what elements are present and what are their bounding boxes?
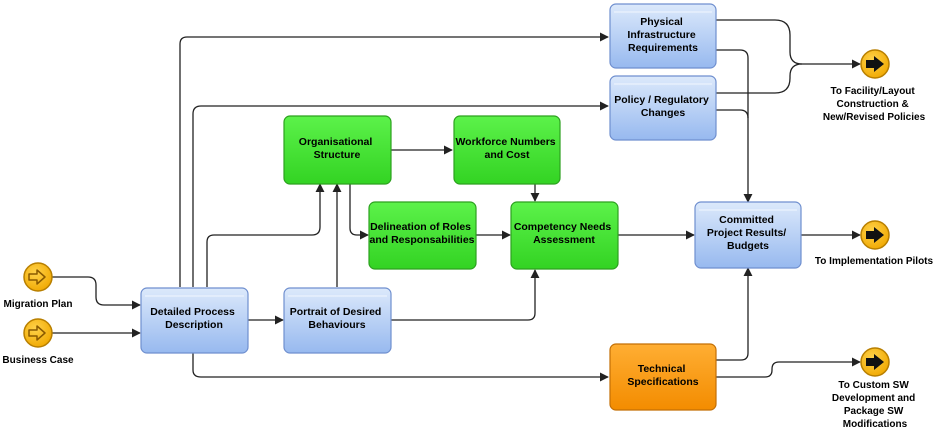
box-portrait-behaviours-line-2: Behaviours	[308, 319, 365, 331]
output-implementation-line-1: To Implementation Pilots	[815, 256, 934, 267]
box-delineation-roles-line-2: and Responsabilities	[369, 234, 474, 246]
box-committed-results-line-1: Committed	[719, 214, 774, 226]
box-physical-infrastructure-line-1: Physical	[640, 16, 683, 28]
box-competency-needs[interactable]: Competency Needs Assessment	[510, 201, 619, 270]
arrow-right-icon	[28, 269, 46, 285]
box-policy-regulatory[interactable]: Policy / Regulatory Changes	[609, 75, 717, 141]
svg-text:Technical Specifications: Technical Specifications	[627, 363, 698, 388]
connector-policy-to-committed	[716, 109, 749, 119]
box-workforce-numbers-line-2: and Cost	[485, 149, 530, 161]
box-policy-regulatory-line-1: Policy / Regulatory	[614, 94, 709, 106]
svg-text:Portrait of Desired Beha: Portrait of Desired Behaviours	[290, 306, 385, 331]
box-technical-specs-line-2: Specifications	[627, 376, 698, 388]
output-facility-line-1: To Facility/Layout	[830, 86, 915, 97]
arrow-right-icon	[866, 227, 884, 243]
svg-text:Workforce Numbers and Co: Workforce Numbers and Cost	[455, 136, 558, 161]
box-policy-regulatory-line-2: Changes	[641, 107, 686, 119]
output-custom-sw-line-3: Package SW	[844, 406, 904, 417]
connector-process-to-policy	[192, 101, 609, 287]
svg-text:Delineation of Roles and: Delineation of Roles and Responsabilitie…	[369, 221, 474, 246]
connector-techspecs-to-committed	[716, 267, 753, 361]
arrow-right-icon	[866, 354, 884, 370]
svg-text:Organisational Structure: Organisational Structure	[299, 136, 375, 161]
box-organisational-structure[interactable]: Organisational Structure	[283, 115, 392, 185]
box-physical-infrastructure[interactable]: Physical Infrastructure Requirements	[609, 3, 717, 69]
box-detailed-process-line-2: Description	[165, 319, 223, 331]
connector-migration-to-process	[52, 276, 141, 310]
connector-physical-to-committed	[716, 49, 753, 203]
svg-text:Detailed Process Descrip: Detailed Process Description	[150, 306, 238, 331]
box-technical-specs[interactable]: Technical Specifications	[609, 343, 717, 411]
box-committed-results-line-2: Project Results/	[707, 227, 786, 239]
box-organisational-structure-line-2: Structure	[314, 149, 361, 161]
input-terminal-icon	[23, 262, 53, 292]
output-custom-sw-line-1: To Custom SW	[838, 380, 909, 391]
input-business-case[interactable]: Business Case	[2, 318, 74, 366]
box-workforce-numbers[interactable]: Workforce Numbers and Cost	[453, 115, 561, 185]
output-custom-sw-line-2: Development and	[832, 393, 915, 404]
connector-techspecs-to-customsw	[716, 357, 861, 378]
output-implementation[interactable]: To Implementation Pilots	[815, 220, 934, 267]
box-detailed-process[interactable]: Detailed Process Description	[140, 287, 249, 354]
box-physical-infrastructure-line-2: Infrastructure	[627, 29, 695, 41]
box-committed-results[interactable]: Committed Project Results/ Budgets	[694, 201, 802, 269]
box-technical-specs-line-1: Technical	[638, 363, 686, 375]
svg-text:Physical Infrastructure: Physical Infrastructure Requirements	[627, 16, 698, 54]
box-delineation-roles-line-1: Delineation of Roles	[370, 221, 471, 233]
output-facility-line-3: New/Revised Policies	[823, 112, 926, 123]
connector-policy-to-facility	[716, 63, 803, 94]
svg-text:Competency Needs Assessm: Competency Needs Assessment	[514, 221, 614, 246]
box-committed-results-line-3: Budgets	[727, 240, 769, 252]
output-custom-sw[interactable]: To Custom SW Development and Package SW …	[832, 347, 918, 430]
input-terminal-icon	[23, 318, 53, 348]
box-portrait-behaviours-line-1: Portrait of Desired	[290, 306, 382, 318]
output-facility[interactable]: To Facility/Layout Construction & New/Re…	[823, 49, 926, 123]
connectors	[52, 19, 861, 382]
connector-portrait-to-competency	[391, 269, 540, 321]
svg-text:Committed Project Result: Committed Project Results/ Budgets	[707, 214, 789, 252]
svg-text:To Implementation Pilots: To Implementation Pilots	[815, 256, 934, 267]
svg-text:To Custom SW Development: To Custom SW Development and Package SW …	[832, 380, 918, 430]
box-delineation-roles[interactable]: Delineation of Roles and Responsabilitie…	[368, 201, 477, 270]
connector-orgstructure-to-delineation	[349, 184, 369, 240]
box-workforce-numbers-line-1: Workforce Numbers	[455, 136, 555, 148]
connector-process-to-techspecs	[192, 353, 609, 382]
box-portrait-behaviours[interactable]: Portrait of Desired Behaviours	[283, 287, 392, 354]
box-competency-needs-line-2: Assessment	[533, 234, 595, 246]
svg-text:To Facility/Layout Const: To Facility/Layout Construction & New/Re…	[823, 86, 926, 123]
output-facility-line-2: Construction &	[837, 99, 909, 110]
connector-physical-to-facility	[716, 19, 861, 69]
box-physical-infrastructure-line-3: Requirements	[628, 42, 698, 54]
input-business-case-label: Business Case	[2, 355, 74, 366]
input-migration-plan-label: Migration Plan	[4, 299, 73, 310]
box-organisational-structure-line-1: Organisational	[299, 136, 373, 148]
box-competency-needs-line-1: Competency Needs	[514, 221, 612, 233]
connector-process-to-physical	[179, 32, 609, 287]
box-detailed-process-line-1: Detailed Process	[150, 306, 235, 318]
svg-text:Policy / Regulatory Chan: Policy / Regulatory Changes	[614, 94, 711, 119]
input-migration-plan[interactable]: Migration Plan	[4, 262, 73, 310]
arrow-right-icon	[28, 325, 46, 341]
output-custom-sw-line-4: Modifications	[843, 419, 908, 430]
connector-process-to-orgstructure	[206, 183, 325, 287]
arrow-right-icon	[866, 56, 884, 72]
